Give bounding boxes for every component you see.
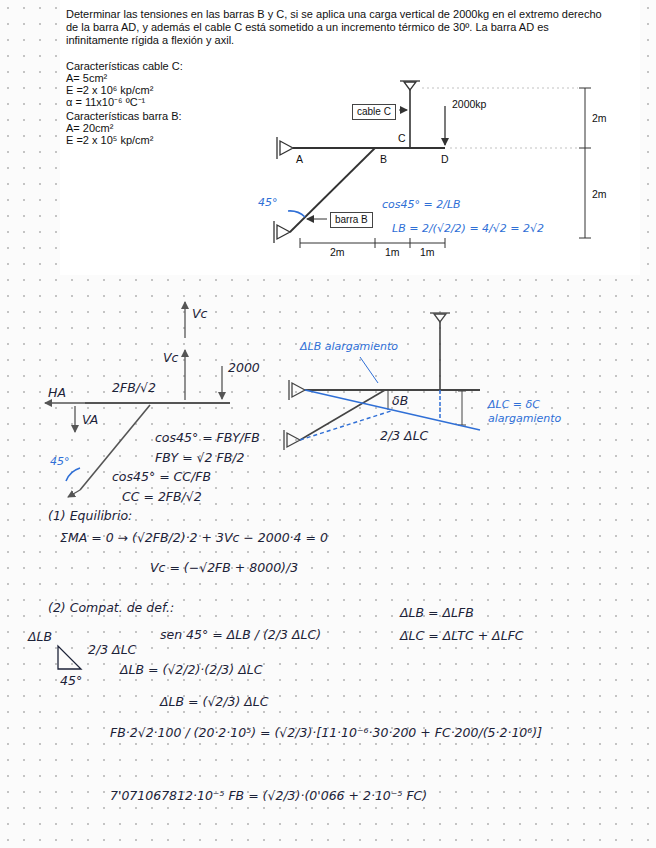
- handwritten-note: ΣMA = 0 → (√2FB/2)·2 + 3Vc − 2000·4 = 0: [60, 530, 328, 545]
- box-label: cable C: [357, 106, 391, 117]
- deformation-sketch: [284, 313, 480, 450]
- handwritten-note: sen 45° = ΔLB / (2/3 ΔLC): [160, 627, 321, 642]
- compat-triangle: [58, 646, 81, 669]
- free-body-sketch: [45, 302, 230, 497]
- problem-text: E =2 x 10⁵ kp/cm²: [66, 134, 153, 147]
- problem-text: α = 11x10⁻⁶ ºC⁻¹: [66, 96, 145, 109]
- handwritten-note: ΔLC = ΔLTC + ΔLFC: [400, 628, 524, 643]
- handwritten-note: 2FB/√2: [112, 380, 156, 395]
- deformed-shape: [300, 357, 480, 440]
- diagram-label: 2000kp: [452, 98, 486, 111]
- diagram-label: 2m: [592, 112, 607, 125]
- handwritten-note: LB = 2/(√2/2) = 4/√2 = 2√2: [392, 222, 544, 235]
- problem-text: A= 5cm²: [66, 72, 107, 85]
- diagram-label: C: [398, 132, 406, 145]
- problem-text: E =2 x 10⁶ kp/cm²: [66, 84, 153, 97]
- problem-text: Características barra B:: [66, 110, 182, 123]
- problem-text: A= 20cm²: [66, 122, 113, 135]
- handwritten-note: ΔLB: [28, 629, 52, 644]
- problem-text: Determinar las tensiones en las barras B…: [66, 8, 606, 48]
- handwritten-note: 45°: [50, 455, 70, 468]
- label-box: cable C: [352, 104, 396, 120]
- handwritten-note: ΔLB = ΔLFB: [400, 605, 474, 620]
- problem-text: Características cable C:: [66, 60, 183, 73]
- handwritten-note: δB: [392, 393, 408, 408]
- handwritten-note: Vc: [163, 350, 178, 365]
- handwritten-note: 2/3 ΔLC: [88, 642, 136, 657]
- diagram-label: A: [296, 153, 303, 166]
- label-box: barra B: [330, 212, 373, 228]
- diagram-label: 1m: [385, 246, 400, 259]
- handwritten-note: ΔLB = (√2/3) ΔLC: [160, 694, 269, 709]
- diagram-label: 2m: [330, 246, 345, 259]
- handwritten-note: (1) Equilibrio:: [48, 508, 132, 523]
- handwritten-note: FBY = √2 FB/2: [155, 450, 244, 465]
- handwritten-note: cos45° = 2/LB: [382, 198, 461, 211]
- handwritten-note: FB·2√2·100 / (20·2·10⁵) = (√2/3)·[11·10⁻…: [110, 725, 640, 740]
- structure-sketch: [274, 81, 591, 248]
- diagram-label: 2m: [592, 188, 607, 201]
- handwritten-note: 45°: [60, 673, 82, 688]
- handwritten-note: ΔLB = (√2/2)·(2/3) ΔLC: [120, 662, 262, 677]
- handwritten-note: cos45° = CC/FB: [112, 469, 211, 484]
- handwritten-note: ΔLB alargamiento: [300, 340, 398, 353]
- diagram-label: 1m: [420, 246, 435, 259]
- diagram-label: B: [380, 153, 387, 166]
- handwritten-note: CC = 2FB/√2: [122, 489, 202, 504]
- handwritten-note: 2000: [228, 360, 260, 375]
- handwritten-note: Vc: [192, 306, 207, 321]
- handwritten-note: (2) Compat. de def.:: [48, 600, 174, 615]
- handwritten-note: 2/3 ΔLC: [380, 428, 428, 443]
- angle-arc: [66, 468, 80, 481]
- diagram-label: D: [441, 153, 449, 166]
- box-label: barra B: [335, 214, 368, 225]
- problem-panel: [60, 0, 640, 275]
- angle-arc: [288, 211, 305, 217]
- handwritten-note: HA: [48, 385, 66, 400]
- handwritten-note: 7'071067812·10⁻⁵ FB = (√2/3)·(0'066 + 2·…: [110, 788, 427, 803]
- handwritten-note: Vc = (−√2FB + 8000)/3: [150, 560, 298, 575]
- handwritten-note: 45°: [258, 196, 278, 209]
- handwritten-note: ΔLC = δC: [488, 398, 540, 411]
- handwritten-note: VA: [82, 412, 98, 427]
- handwritten-note: alargamiento: [488, 412, 561, 425]
- handwritten-note: cos45° = FBY/FB: [155, 430, 260, 445]
